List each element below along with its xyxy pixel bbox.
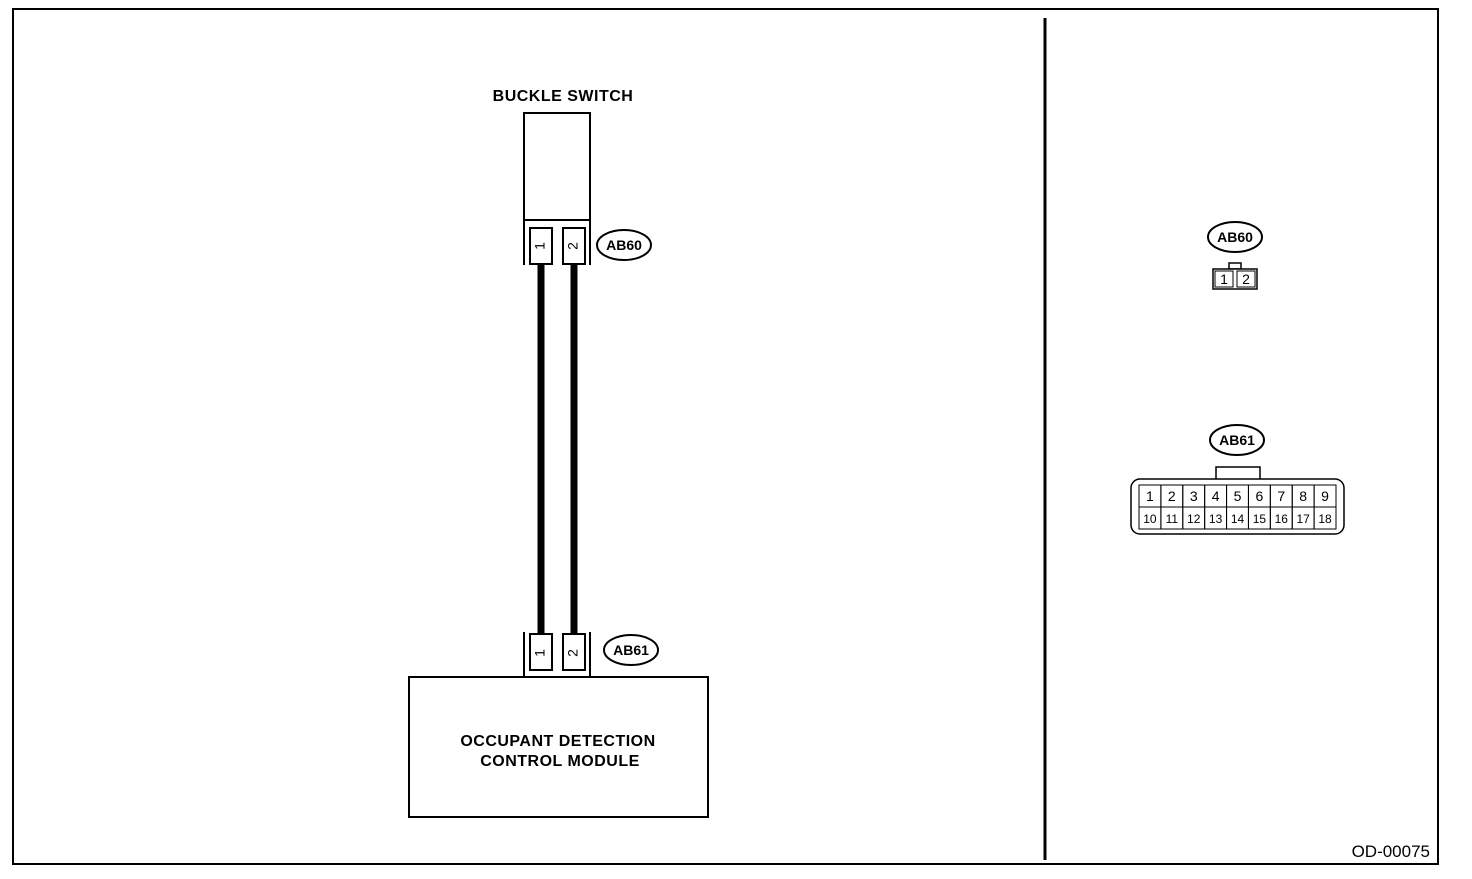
ab61-pin-label: 18 [1318,512,1332,526]
ab61-pin-label: 3 [1190,488,1198,504]
pin-label: 2 [565,649,581,657]
ab61-pin-label: 7 [1277,488,1285,504]
ab61-pin-label: 9 [1321,488,1329,504]
control-module-box [408,676,709,818]
ab61-view-label: AB61 [1219,432,1255,448]
pin-label: 1 [532,649,548,657]
ab61-pin-cell [1313,506,1337,530]
outer-frame [12,8,1439,865]
ab61-pin-label: 4 [1212,488,1220,504]
ab61-pin-label: 13 [1209,512,1223,526]
ab60-view-label: AB60 [1217,229,1253,245]
ab61-tag: AB61 [603,634,659,666]
figure-code: OD-00075 [1352,842,1430,861]
buckle-switch-label: BUCKLE SWITCH [493,88,634,105]
ab61-pin-label: 12 [1187,512,1201,526]
ab61-pin-label: 15 [1253,512,1267,526]
ab61-pin-label: 10 [1143,512,1157,526]
ab60-connector-view: AB60 1 2 [1207,221,1263,290]
pin-label: 2 [1242,271,1250,287]
ab60-label: AB60 [606,237,642,253]
module-connector: 1 2 [523,632,591,677]
ab61-label: AB61 [613,642,649,658]
ab61-pin-label: 11 [1166,512,1179,526]
buckle-switch-connector: 1 2 [523,220,591,265]
ab61-pin-label: 17 [1296,512,1310,526]
ab61-pin-label: 16 [1275,512,1289,526]
ab61-pin-label: 5 [1234,488,1242,504]
connector-pin-1 [529,633,553,671]
ab61-pin-label: 1 [1146,488,1154,504]
control-module-label-line2: CONTROL MODULE [480,753,640,770]
pin-label: 2 [565,242,581,250]
ab61-pin-label: 6 [1255,488,1263,504]
connector-pin-2 [562,633,586,671]
pin-label: 1 [1220,271,1228,287]
ab61-pin-label: 2 [1168,488,1176,504]
ab61-pin-label: 14 [1231,512,1245,526]
ab61-pin-label: 8 [1299,488,1307,504]
ab60-tag: AB60 [596,229,652,261]
buckle-switch-body [523,112,591,221]
pin-label: 1 [532,242,548,250]
control-module-label-line1: OCCUPANT DETECTION [460,733,655,750]
